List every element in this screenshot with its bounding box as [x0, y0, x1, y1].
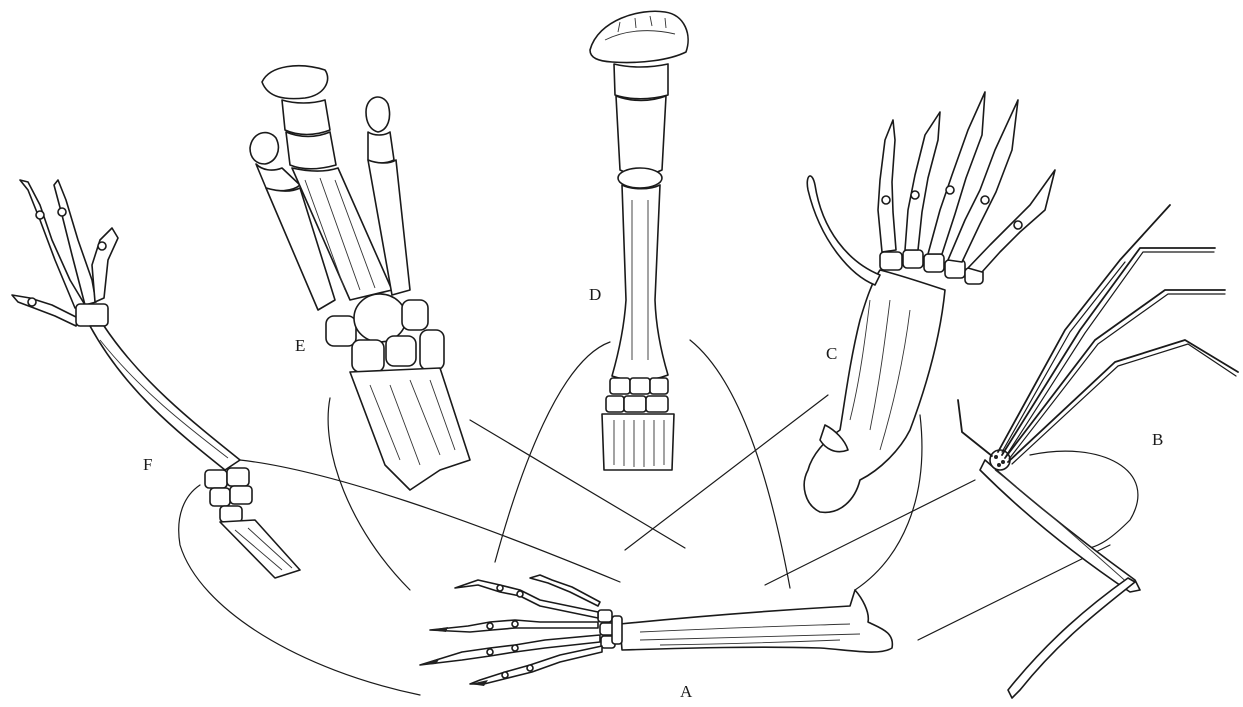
- label-e: E: [295, 336, 305, 355]
- specimen-e-foot: [250, 66, 470, 490]
- specimen-a-carpals: [598, 610, 622, 648]
- specimen-f-forelimb: [12, 180, 300, 578]
- label-c: C: [826, 344, 837, 363]
- specimen-f-carpals: [205, 468, 252, 522]
- specimen-a-forelimb: [420, 575, 892, 686]
- specimen-d-leg: [590, 11, 688, 470]
- specimen-b-wing: [958, 205, 1238, 698]
- specimen-d-carpals: [606, 378, 668, 412]
- label-a: A: [680, 682, 693, 701]
- label-d: D: [589, 285, 601, 304]
- specimen-c-forelimb: [804, 92, 1055, 512]
- label-f: F: [143, 455, 152, 474]
- label-b: B: [1152, 430, 1163, 449]
- specimen-e-carpals: [326, 294, 444, 372]
